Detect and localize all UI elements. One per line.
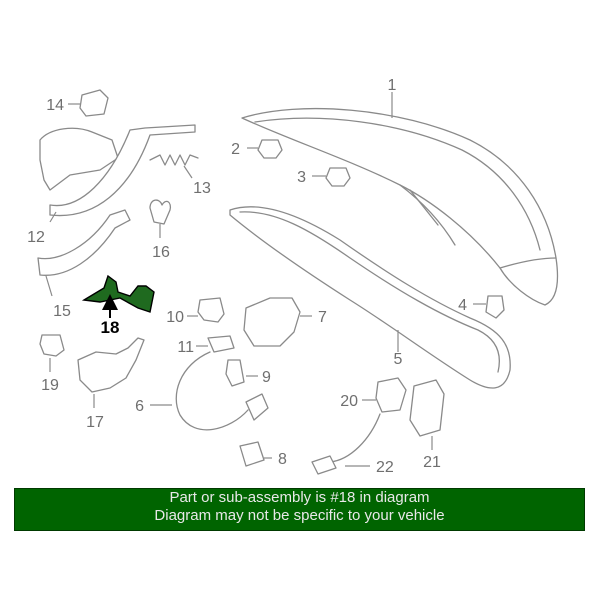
callout-21: 21 [423, 454, 441, 471]
part-6-release-cable [150, 351, 269, 431]
part-19-bracket [39, 334, 65, 372]
part-9-switch [225, 359, 258, 387]
part-4-clip [473, 295, 505, 319]
part-5-weatherstrip [229, 206, 511, 389]
part-12-hinge-arm [37, 209, 131, 297]
part-2-bumper [247, 139, 283, 159]
part-17-latch [77, 337, 145, 408]
banner-line-2: Diagram may not be specific to your vehi… [154, 507, 445, 524]
callout-9: 9 [262, 369, 271, 386]
callout-7: 7 [318, 309, 327, 326]
part-11-connector [196, 335, 235, 353]
callout-22: 22 [376, 459, 394, 476]
part-16-cap [149, 199, 172, 238]
callout-17: 17 [86, 414, 104, 431]
callout-11: 11 [177, 339, 194, 356]
part-18-highlighted-bracket [81, 274, 155, 318]
callout-20: 20 [340, 393, 358, 410]
callout-15: 15 [53, 303, 71, 320]
part-21-motor [409, 379, 445, 450]
banner-line-1: Part or sub-assembly is #18 in diagram [169, 489, 430, 506]
part-20-sensor [362, 377, 407, 413]
callout-5: 5 [394, 351, 403, 368]
part-14-bracket [68, 89, 109, 117]
callout-1: 1 [388, 77, 397, 94]
callout-8: 8 [278, 451, 287, 468]
part-22-cable [311, 413, 381, 475]
info-banner: Part or sub-assembly is #18 in diagram D… [14, 488, 585, 531]
callout-14: 14 [46, 97, 64, 114]
part-10-actuator [187, 297, 225, 323]
part-7-cover [243, 297, 312, 347]
part-1-trunk-lid [241, 92, 559, 306]
callout-3: 3 [297, 169, 306, 186]
callout-4: 4 [458, 297, 467, 314]
callout-10: 10 [166, 309, 184, 326]
part-8-handle [239, 441, 272, 467]
part-3-grommet [312, 167, 351, 187]
callout-12: 12 [27, 229, 45, 246]
part-13-spring [149, 154, 199, 179]
callout-6: 6 [135, 398, 144, 415]
callout-16: 16 [152, 244, 170, 261]
callout-19: 19 [41, 377, 59, 394]
part-hinge-assembly [39, 124, 196, 217]
callout-13: 13 [193, 180, 211, 197]
callout-18: 18 [101, 318, 120, 337]
callout-2: 2 [231, 141, 240, 158]
